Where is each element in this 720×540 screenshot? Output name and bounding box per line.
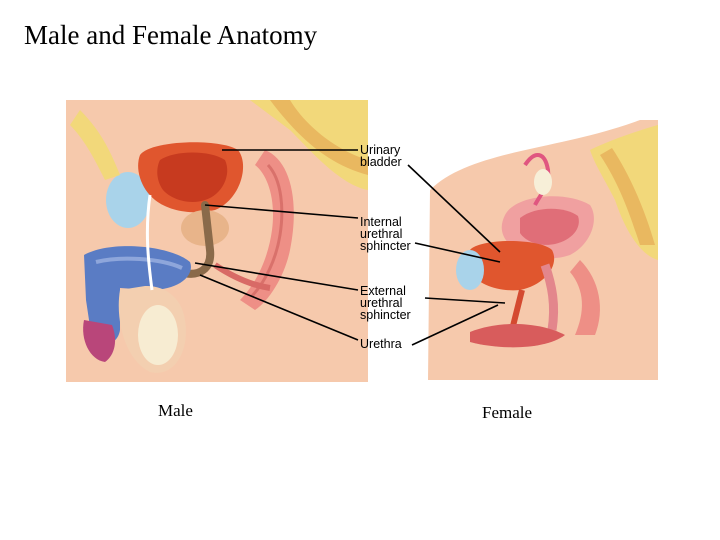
label-line: sphincter xyxy=(360,309,411,321)
label-line: Urethra xyxy=(360,338,402,350)
caption-female: Female xyxy=(482,403,532,423)
label-line: bladder xyxy=(360,156,402,168)
label-urethra: Urethra xyxy=(360,338,402,350)
label-internal-urethral-sphincter: Internal urethral sphincter xyxy=(360,216,411,252)
label-urinary-bladder: Urinary bladder xyxy=(360,144,402,168)
caption-male: Male xyxy=(158,401,193,421)
male-anatomy-image xyxy=(66,100,368,382)
female-anatomy-image xyxy=(428,120,658,380)
label-line: sphincter xyxy=(360,240,411,252)
label-external-urethral-sphincter: External urethral sphincter xyxy=(360,285,411,321)
